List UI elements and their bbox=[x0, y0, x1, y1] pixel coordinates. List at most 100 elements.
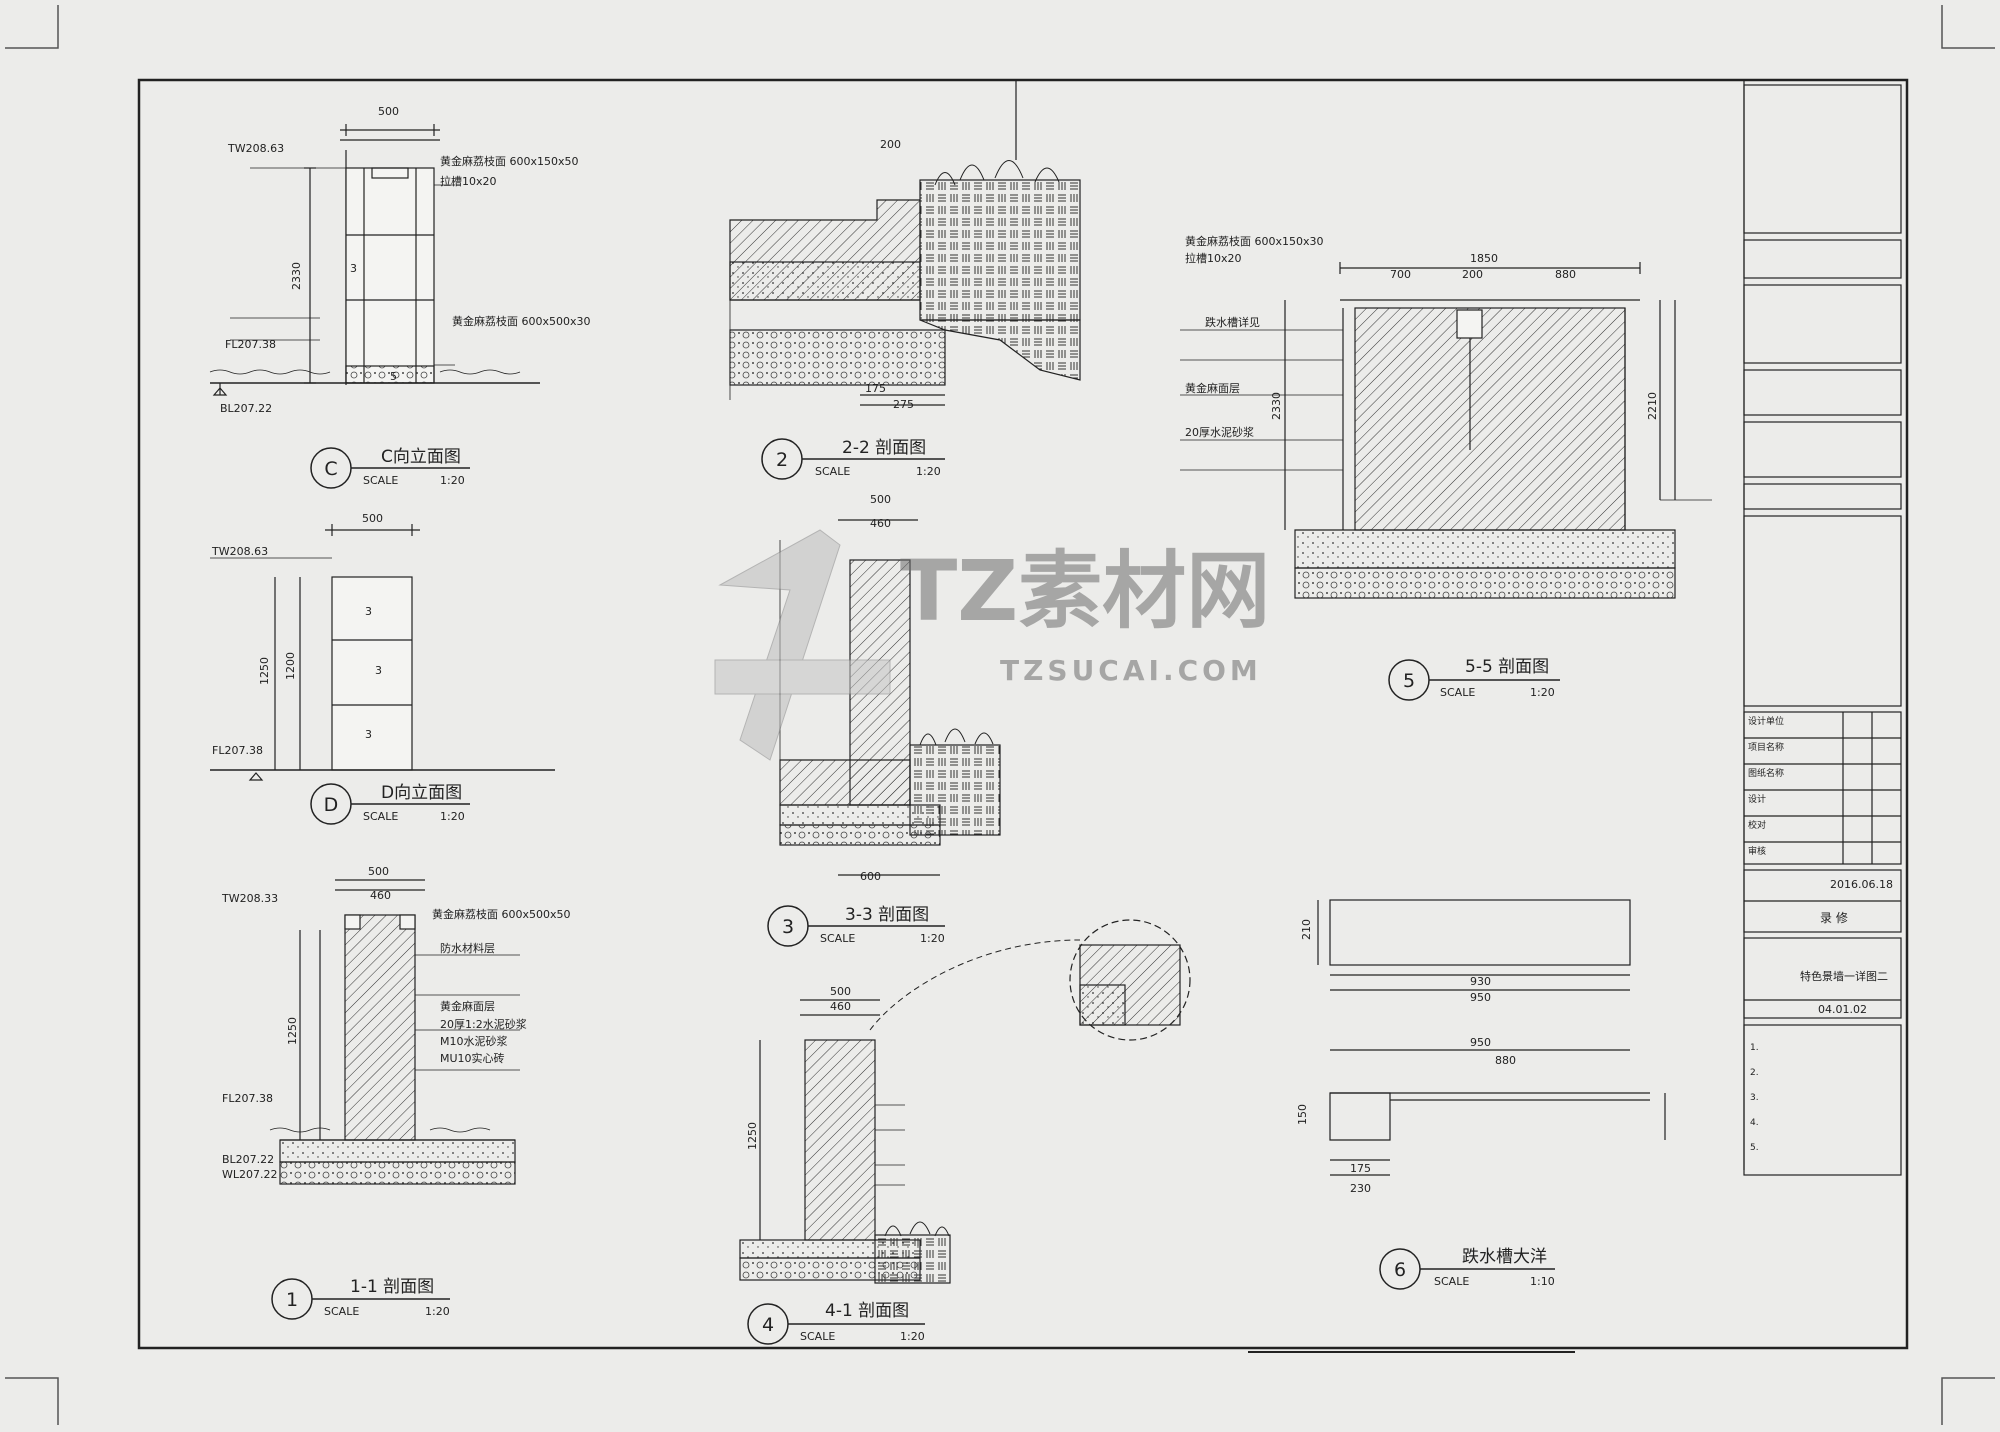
tb-row-3: 设计 bbox=[1748, 793, 1766, 805]
view-c-elevation bbox=[209, 124, 540, 396]
view-4-title: 4-1 剖面图 bbox=[825, 1301, 909, 1321]
tb-reviewer: 录 修 bbox=[1820, 910, 1848, 925]
s3-inner-dim: 460 bbox=[870, 517, 891, 530]
d-tw-level: TW208.63 bbox=[211, 545, 268, 558]
c-mark-3a: 3 bbox=[350, 262, 357, 275]
c-note-3: 黄金麻荔枝面 600x500x30 bbox=[452, 314, 591, 328]
view-5-scale-label: SCALE bbox=[1440, 686, 1475, 699]
tb-note-4: 4. bbox=[1750, 1118, 1759, 1128]
s1-note-3: 黄金麻面层 bbox=[440, 999, 495, 1013]
view-title-3: 3 3-3 剖面图 SCALE 1:20 bbox=[767, 905, 945, 947]
view-title-5: 5 5-5 剖面图 SCALE 1:20 bbox=[1388, 657, 1560, 701]
view-6-detail bbox=[1317, 899, 1666, 1176]
s1-fl-level: FL207.38 bbox=[222, 1092, 273, 1105]
view-2-id: 2 bbox=[776, 449, 788, 471]
view-d-scale-label: SCALE bbox=[363, 810, 398, 823]
s5-c-dim: 880 bbox=[1555, 268, 1576, 281]
view-4-scale: 1:20 bbox=[900, 1330, 925, 1343]
d-inner-dim: 1200 bbox=[284, 652, 297, 680]
s2-dim-b: 275 bbox=[893, 398, 914, 411]
d-height-dim: 1250 bbox=[258, 657, 271, 685]
view-3-scale-label: SCALE bbox=[820, 932, 855, 945]
s4-width-dim: 500 bbox=[830, 985, 851, 998]
view-title-1: 1 1-1 剖面图 SCALE 1:20 bbox=[271, 1277, 450, 1320]
s1-note-1: 黄金麻荔枝面 600x500x50 bbox=[432, 907, 571, 921]
s5-total-dim: 1850 bbox=[1470, 252, 1498, 265]
s3-width-dim: 500 bbox=[870, 493, 891, 506]
watermark: TZ素材网 TZSUCAI.COM bbox=[714, 529, 1270, 761]
s5-h2-dim: 2210 bbox=[1646, 392, 1659, 420]
tb-row-5: 审核 bbox=[1748, 845, 1766, 857]
view-1-id: 1 bbox=[286, 1289, 298, 1311]
view-title-6: 6 跌水槽大洋 SCALE 1:10 bbox=[1379, 1247, 1555, 1290]
s3-base-dim: 600 bbox=[860, 870, 881, 883]
s1-wl-level: WL207.22 bbox=[222, 1168, 278, 1181]
s1-note-5: M10水泥砂浆 bbox=[440, 1034, 508, 1048]
s6-bot-dim: 175 bbox=[1350, 1162, 1371, 1175]
tb-sheet-name: 特色景墙一详图二 bbox=[1800, 969, 1888, 983]
s1-inner-dim: 460 bbox=[370, 889, 391, 902]
s1-height-dim: 1250 bbox=[286, 1017, 299, 1045]
tb-note-5: 5. bbox=[1750, 1143, 1759, 1153]
view-d-elevation bbox=[210, 524, 555, 781]
view-c-id: C bbox=[324, 458, 337, 480]
s1-bl-level: BL207.22 bbox=[222, 1153, 274, 1166]
view-2-labels: 200 275 175 bbox=[865, 138, 914, 411]
view-3-scale: 1:20 bbox=[920, 932, 945, 945]
view-6-scale: 1:10 bbox=[1530, 1275, 1555, 1288]
sheet-border bbox=[137, 78, 1909, 1350]
c-note-2: 拉槽10x20 bbox=[440, 174, 497, 188]
tb-date: 2016.06.18 bbox=[1830, 878, 1893, 891]
view-1-scale: 1:20 bbox=[425, 1305, 450, 1318]
s5-a-dim: 700 bbox=[1390, 268, 1411, 281]
view-title-c: C C向立面图 SCALE 1:20 bbox=[310, 447, 470, 489]
s2-dim-a: 200 bbox=[880, 138, 901, 151]
tb-note-3: 3. bbox=[1750, 1093, 1759, 1103]
s1-note-6: MU10实心砖 bbox=[440, 1051, 505, 1065]
view-2-scale: 1:20 bbox=[916, 465, 941, 478]
d-fl-level: FL207.38 bbox=[212, 744, 263, 757]
title-block-text: 设计单位 项目名称 图纸名称 设计 校对 审核 2016.06.18 录 修 特… bbox=[1748, 715, 1893, 1153]
c-width-dim: 500 bbox=[378, 105, 399, 118]
s6-top2-dim: 950 bbox=[1470, 991, 1491, 1004]
view-5-title: 5-5 剖面图 bbox=[1465, 657, 1549, 677]
view-d-scale: 1:20 bbox=[440, 810, 465, 823]
view-5-id: 5 bbox=[1403, 670, 1415, 692]
c-fl-level: FL207.38 bbox=[225, 338, 276, 351]
view-3-section bbox=[779, 519, 1001, 876]
view-1-labels: 500 460 1250 TW208.33 FL207.38 BL207.22 … bbox=[221, 865, 571, 1181]
view-4-section bbox=[739, 919, 1191, 1284]
tb-sheet-no: 04.01.02 bbox=[1818, 1003, 1867, 1016]
view-title-d: D D向立面图 SCALE 1:20 bbox=[310, 783, 470, 825]
view-3-id: 3 bbox=[782, 916, 794, 938]
view-2-scale-label: SCALE bbox=[815, 465, 850, 478]
s5-note-2: 拉槽10x20 bbox=[1185, 251, 1242, 265]
d-mark-3c: 3 bbox=[365, 728, 372, 741]
c-note-1: 黄金麻荔枝面 600x150x50 bbox=[440, 154, 579, 168]
s6-mid2-dim: 880 bbox=[1495, 1054, 1516, 1067]
view-d-title: D向立面图 bbox=[381, 783, 462, 803]
view-2-section bbox=[729, 80, 1081, 406]
view-6-title: 跌水槽大洋 bbox=[1462, 1247, 1547, 1267]
view-c-scale-label: SCALE bbox=[363, 474, 398, 487]
c-height-dim: 2330 bbox=[290, 262, 303, 290]
s5-note-5: 20厚水泥砂浆 bbox=[1185, 425, 1254, 439]
s1-width-dim: 500 bbox=[368, 865, 389, 878]
tb-note-2: 2. bbox=[1750, 1068, 1759, 1078]
s2-dim-c: 175 bbox=[865, 382, 886, 395]
view-1-section bbox=[269, 879, 520, 1185]
s1-tw-level: TW208.33 bbox=[221, 892, 278, 905]
s5-note-3: 跌水槽详见 bbox=[1205, 315, 1260, 329]
tb-row-4: 校对 bbox=[1748, 819, 1766, 831]
tb-row-0: 设计单位 bbox=[1748, 715, 1784, 727]
c-mark-5: 5 bbox=[390, 370, 397, 383]
s6-h-dim: 210 bbox=[1300, 919, 1313, 940]
c-bl-level: BL207.22 bbox=[220, 402, 272, 415]
d-mark-3b: 3 bbox=[375, 664, 382, 677]
view-1-scale-label: SCALE bbox=[324, 1305, 359, 1318]
view-title-4: 4 4-1 剖面图 SCALE 1:20 bbox=[747, 1301, 925, 1345]
view-c-scale: 1:20 bbox=[440, 474, 465, 487]
d-mark-3a: 3 bbox=[365, 605, 372, 618]
s6-bot2-dim: 230 bbox=[1350, 1182, 1371, 1195]
